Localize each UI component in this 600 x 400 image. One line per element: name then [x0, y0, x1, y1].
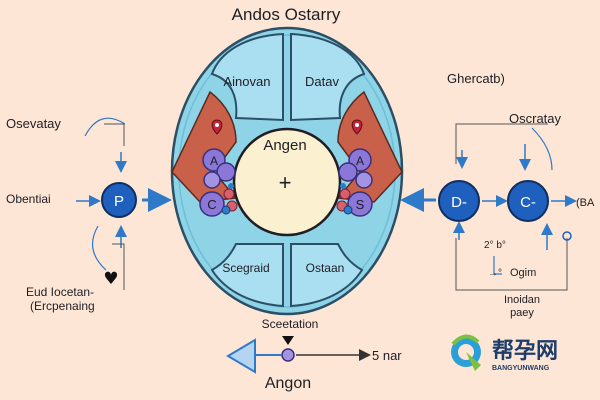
nucleus: [232, 127, 342, 237]
bottom-node: [281, 348, 295, 362]
left-bracket-bottom: [112, 243, 125, 290]
left-bottom-line2: (Ercpenaing: [30, 299, 95, 313]
quadrant-top-left: [210, 32, 284, 122]
right-small-right: Ogim: [510, 267, 536, 279]
node-d-label: D-: [451, 194, 467, 211]
right-protein-cluster: [336, 148, 373, 217]
bottom-triangle-icon: [282, 336, 294, 345]
nucleus-label: Angen: [263, 137, 306, 154]
left-bottom-curve: [91, 225, 107, 271]
right-top-label: Ghercatb): [447, 71, 505, 86]
quadrant-label-bottom-right: Ostaan: [306, 261, 345, 275]
left-pin-icon: [211, 119, 223, 135]
right-mid-label: Oscratay: [509, 111, 562, 126]
quadrant-label-bottom-left: Scegraid: [222, 261, 269, 275]
quadrant-bottom-left: [210, 243, 284, 308]
heart-icon: ♥: [103, 269, 118, 289]
node-c: [507, 180, 549, 222]
right-edge-label: (BA: [576, 197, 595, 209]
left-bracket-top: [104, 123, 125, 146]
watermark-brand: 帮孕网: [492, 338, 558, 364]
quadrant-label-top-left: Ainovan: [224, 74, 271, 89]
right-bracket-top: [455, 123, 548, 164]
watermark-logo: [451, 334, 481, 371]
right-pin-icon: [351, 119, 363, 135]
quadrant-label-top-right: Datav: [305, 74, 339, 89]
left-top-label: Osevatay: [6, 116, 61, 131]
right-curve-to-c: [531, 127, 553, 171]
left-cluster-letter-a: A: [210, 154, 218, 168]
nucleus-plus-icon: +: [279, 170, 292, 195]
right-bracket-bottom: [455, 238, 568, 291]
bottom-arrow-left-head: [226, 338, 256, 374]
right-cluster-letter-a: A: [356, 154, 364, 168]
right-bottom-line1: Inoidan: [504, 294, 540, 306]
quadrant-top-right: [290, 32, 366, 122]
left-side-label: Obentiai: [6, 192, 51, 206]
quadrant-bottom-right: [290, 243, 364, 308]
right-bottom-line2: paey: [510, 307, 534, 319]
left-wedge: [171, 90, 238, 203]
bottom-side-label: 5 nar: [372, 348, 402, 363]
right-small-mid: →°: [488, 268, 502, 279]
right-small-top: 2° b°: [484, 240, 506, 251]
node-p: [101, 182, 137, 218]
right-endpoint-ring-icon: [562, 231, 572, 241]
left-top-curve: [84, 117, 126, 137]
bottom-label: Sceetation: [262, 317, 319, 331]
title: Andos Ostarry: [232, 5, 341, 24]
right-wedge: [336, 90, 403, 203]
watermark-sub: BANGYUNWANG: [492, 365, 550, 372]
right-small-connector: [493, 256, 502, 275]
node-p-label: P: [114, 193, 124, 210]
right-cluster-letter-s: S: [356, 197, 365, 212]
bottom-caption: Angon: [265, 375, 311, 392]
left-bottom-line1: Eud Iocetan-: [26, 285, 94, 299]
node-c-label: C-: [520, 194, 536, 211]
left-cluster-letter-c: C: [207, 197, 216, 212]
left-protein-cluster: [199, 148, 238, 217]
